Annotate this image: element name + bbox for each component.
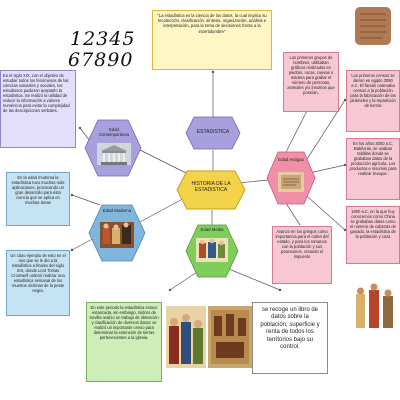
media-text-box-1: En este periodo la estadística estuvo es… <box>86 302 162 382</box>
antigua-text-box-3: En los años 3000 a.C, Babilonia, se usab… <box>346 138 400 200</box>
contemporanea-text-box: En el siglo XIX, con el objetivo de estu… <box>0 70 76 148</box>
moderna-text-box-2: Un claro ejemplo de esto en el uso que s… <box>6 250 70 316</box>
media-manuscript-image <box>196 238 228 262</box>
antigua-text-3: En los años 3000 a.C, Babilonia, se usab… <box>349 141 397 176</box>
definition-box: "La estadística es la ciencia de los dat… <box>152 10 272 70</box>
contemporanea-text: En el siglo XIX, con el objetivo de estu… <box>3 73 70 113</box>
media-text-1: En este periodo la estadística estuvo es… <box>89 305 159 340</box>
moderna-text-1: En la edad moderna la estadística tuvo m… <box>11 175 65 205</box>
antigua-text-box-5: Avanzo en los griegos como importancia p… <box>272 226 332 284</box>
definition-text: "La estadística es la ciencia de los dat… <box>157 13 267 34</box>
antigua-text-box-4: 1800 a.C, en la que hoy conocemos como C… <box>346 206 400 264</box>
antigua-text-box-1: Los primeros grupos de hombres, utilizab… <box>283 52 339 112</box>
antigua-text-2: Los primeros censos se dieron en egipto … <box>350 73 396 108</box>
digits-line-1: 12345 <box>70 28 136 50</box>
antigua-text-1: Los primeros grupos de hombres, utilizab… <box>287 55 335 95</box>
central-title: HISTORIA DE LA ESTADISTICA <box>191 181 231 193</box>
cuneiform-tablet-image <box>354 6 392 46</box>
antigua-text-box-2: Los primeros censos se dieron en egipto … <box>346 70 400 132</box>
greek-figures-image <box>352 276 400 336</box>
medieval-tapestry-image <box>208 306 252 368</box>
antigua-text-4: 1800 a.C, en la que hoy conocemos como C… <box>350 209 396 239</box>
moderna-text-box-1: En la edad moderna la estadística tuvo m… <box>6 172 70 226</box>
contemporanea-building-image <box>97 143 131 165</box>
contemporanea-label: Edad Contemporánea <box>98 127 130 137</box>
antigua-text-5: Avanzo en los griegos como importancia p… <box>275 229 329 259</box>
antigua-scroll-image <box>278 172 304 192</box>
media-text-box-2: se recoge un libro de datos sobre la pob… <box>252 302 328 374</box>
medieval-scene-image <box>166 306 206 368</box>
moderna-label: Edad Moderna <box>102 208 132 213</box>
antigua-label: Edad Antigua <box>278 157 304 162</box>
media-label: Edad Media <box>200 227 224 232</box>
central-hexagon <box>176 170 246 210</box>
estadistica-hexagon <box>185 116 241 150</box>
digits-line-2: 67890 <box>68 49 134 71</box>
moderna-painting-image <box>100 222 134 248</box>
moderna-text-2: Un claro ejemplo de esto en el uso que s… <box>10 253 66 293</box>
estadistica-label: ESTADISTICA <box>196 129 230 135</box>
media-text-2: se recoge un libro de datos sobre la pob… <box>260 307 320 351</box>
